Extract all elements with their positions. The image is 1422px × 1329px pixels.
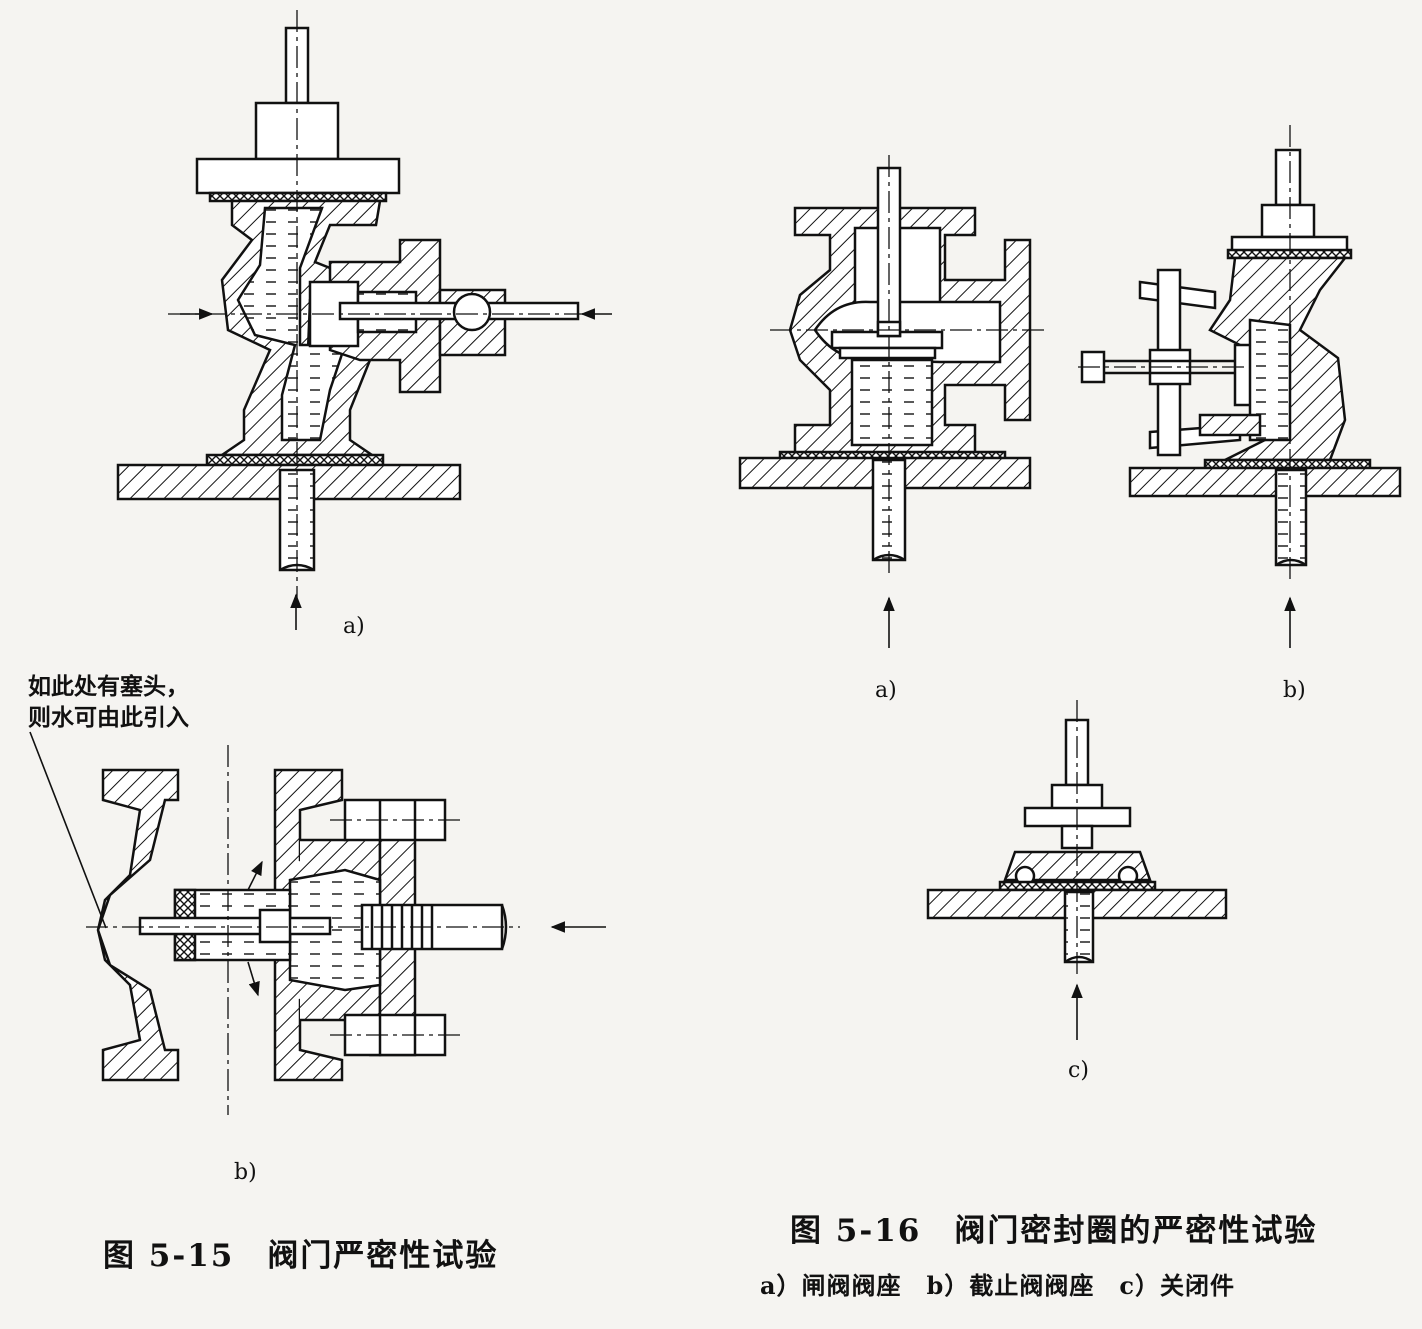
note-leader-line — [29, 731, 107, 929]
upper-leak-arrow — [247, 860, 263, 891]
fig515b-label: b) — [234, 1160, 257, 1185]
fig516b-label: b) — [1283, 678, 1306, 703]
fig516a-label: a) — [875, 678, 897, 703]
fig515b-flow-arrows — [29, 731, 606, 997]
fig515b-valve-drawing — [96, 768, 508, 1082]
fig515a-label: a) — [343, 614, 365, 639]
fig516b-centerlines — [1078, 125, 1291, 580]
fig516-caption: 图 5-16 阀门密封圈的严密性试验 — [790, 1213, 1318, 1249]
fig516c-label: c) — [1068, 1058, 1089, 1083]
fig516a-centerlines — [770, 155, 1045, 575]
fig515b-centerlines — [86, 745, 520, 1115]
fig516a-valve-drawing — [738, 166, 1032, 562]
note-plug-line1: 如此处有塞头， — [28, 673, 189, 700]
fig515-caption: 图 5-15 阀门严密性试验 — [103, 1238, 499, 1274]
fig515a-centerlines — [168, 10, 600, 600]
fig515a-flow-arrows — [180, 308, 612, 630]
fig516b-valve-drawing — [1080, 148, 1402, 567]
fig516-subcaption: a）闸阀阀座 b）截止阀阀座 c）关闭件 — [760, 1271, 1235, 1300]
note-plug-line2: 则水可由此引入 — [28, 704, 189, 731]
lower-leak-arrow — [247, 961, 260, 997]
fig515a-valve-drawing — [116, 26, 580, 572]
